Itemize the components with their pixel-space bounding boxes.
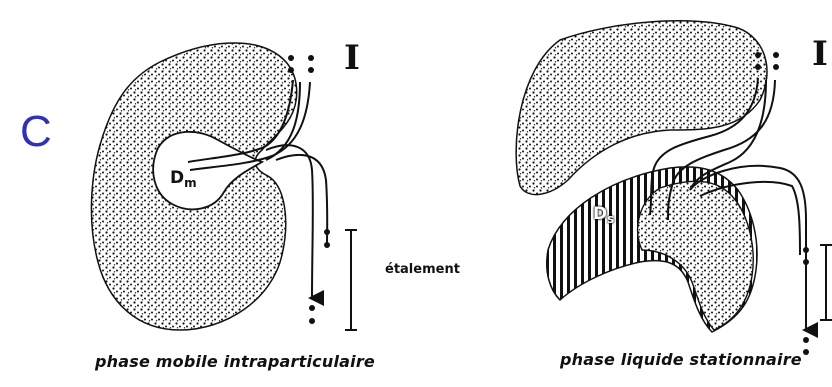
right-layer-label-main: D: [593, 204, 607, 224]
spread-bracket: [345, 230, 357, 330]
left-pore-label: Dm: [170, 168, 197, 188]
left-inlet-dots: [288, 55, 314, 73]
right-caption: phase liquide stationnaire: [560, 350, 802, 369]
right-inlet-marker: I: [812, 34, 828, 74]
left-pore-label-main: D: [170, 168, 184, 188]
panel-letter: C: [20, 110, 52, 154]
right-layer-label-sub: s: [607, 212, 614, 226]
left-pore-label-sub: m: [184, 176, 197, 190]
right-spread-bracket: [820, 245, 832, 320]
left-caption: phase mobile intraparticulaire: [95, 352, 375, 371]
spread-label: étalement: [385, 262, 460, 277]
left-inlet-marker: I: [344, 38, 360, 78]
right-layer-label: Ds: [593, 204, 614, 224]
